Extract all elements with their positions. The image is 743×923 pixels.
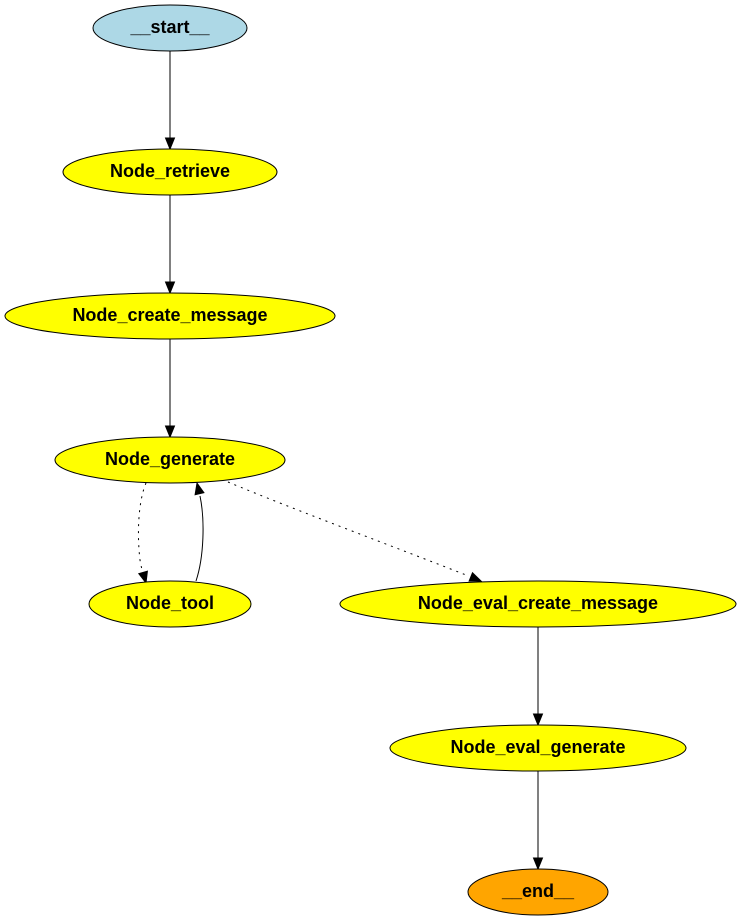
arrow-head <box>137 570 148 585</box>
edges-layer <box>137 51 544 871</box>
arrow-head <box>164 281 176 295</box>
edge-line <box>137 482 147 573</box>
edge-eval-generate-to-end <box>532 771 544 871</box>
node-eval-generate: Node_eval_generate <box>389 724 687 772</box>
edge-tool-to-generate <box>194 481 205 582</box>
edge-line <box>195 495 204 582</box>
arrow-head <box>164 425 176 439</box>
node-label: Node_create_message <box>72 305 267 325</box>
node-ellipse <box>54 436 286 484</box>
node-label: Node_retrieve <box>110 161 230 181</box>
node-ellipse <box>4 292 336 340</box>
node-ellipse <box>467 868 609 916</box>
node-label: __end__ <box>501 881 575 901</box>
arrow-head <box>532 713 544 727</box>
edge-start-to-retrieve <box>164 51 176 151</box>
node-eval-create-message: Node_eval_create_message <box>339 580 737 628</box>
node-label: Node_eval_create_message <box>418 593 658 613</box>
node-retrieve: Node_retrieve <box>62 148 278 196</box>
node-tool: Node_tool <box>88 580 252 628</box>
node-generate: Node_generate <box>54 436 286 484</box>
node-create-message: Node_create_message <box>4 292 336 340</box>
node-start: __start__ <box>92 4 248 52</box>
node-ellipse <box>389 724 687 772</box>
edge-retrieve-to-create-message <box>164 195 176 295</box>
edge-eval-create-message-to-eval-generate <box>532 627 544 727</box>
edge-create-message-to-generate <box>164 339 176 439</box>
arrow-head <box>164 137 176 151</box>
node-ellipse <box>62 148 278 196</box>
node-ellipse <box>88 580 252 628</box>
nodes-layer: __start__ Node_retrieveNode_create_messag… <box>4 4 737 916</box>
arrow-head <box>532 857 544 871</box>
node-label: Node_eval_generate <box>450 737 625 757</box>
arrow-head <box>194 481 205 496</box>
edge-generate-to-eval-create-message <box>227 481 483 582</box>
node-ellipse <box>92 4 248 52</box>
edge-line <box>227 481 467 576</box>
node-label: Node_generate <box>105 449 235 469</box>
node-ellipse <box>339 580 737 628</box>
node-label: __start__ <box>129 17 210 37</box>
node-end: __end__ <box>467 868 609 916</box>
edge-generate-to-tool <box>137 482 148 585</box>
node-label: Node_tool <box>126 593 214 613</box>
arrow-head <box>468 571 483 582</box>
